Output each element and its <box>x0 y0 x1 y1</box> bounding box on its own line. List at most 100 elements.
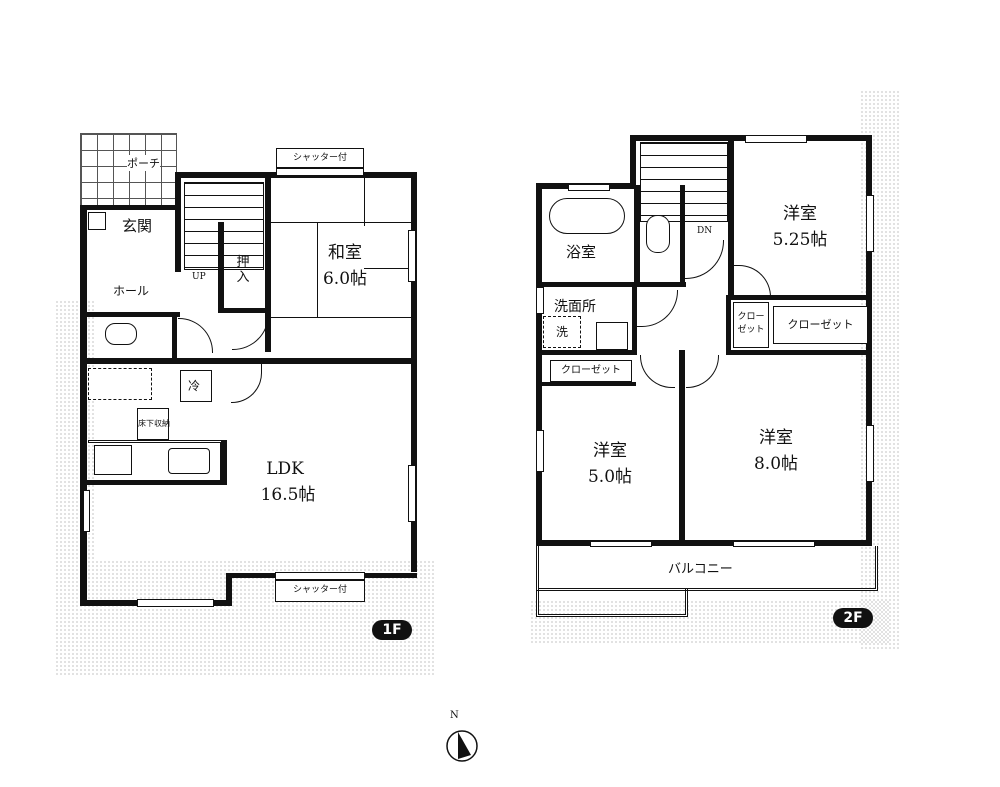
western-room-a-size: 5.25帖 <box>772 230 828 250</box>
wall <box>411 172 417 572</box>
japanese-room-size: 6.0帖 <box>322 269 368 289</box>
wall <box>220 440 227 485</box>
wall <box>265 172 271 352</box>
western-room-b-name: 洋室 <box>593 441 627 461</box>
entrance-shoe-box <box>88 212 106 230</box>
compass-icon <box>446 730 478 762</box>
stairs-1f <box>184 182 264 270</box>
wall <box>536 540 872 546</box>
closet-b: クローゼット <box>550 360 632 382</box>
wall <box>175 172 181 272</box>
window <box>733 541 815 547</box>
window <box>83 490 90 532</box>
closet-small-label: クローゼット <box>737 312 765 335</box>
wall <box>630 135 636 189</box>
underfloor-storage-box <box>137 408 169 440</box>
stairs-2f <box>640 142 728 222</box>
wall <box>726 350 872 355</box>
window <box>536 287 544 314</box>
window <box>408 230 416 282</box>
door-swing <box>685 240 724 279</box>
window <box>590 541 652 547</box>
sink <box>168 448 210 474</box>
oshiire-label: 押入 <box>236 255 250 285</box>
door-swing <box>231 364 262 403</box>
fridge-box <box>180 370 212 402</box>
door-swing <box>637 290 678 327</box>
tatami-line <box>271 222 411 223</box>
ground-texture-2f-bottom <box>530 600 890 645</box>
tatami-line <box>364 268 411 269</box>
wall <box>866 135 872 545</box>
door-swing <box>178 318 213 353</box>
window <box>745 135 807 143</box>
wall <box>226 573 232 606</box>
window <box>137 599 214 607</box>
underfloor-storage-label: 床下収納 <box>138 419 170 428</box>
bathroom-label: 浴室 <box>566 243 597 261</box>
ldk-name: LDK <box>266 459 304 479</box>
western-room-c-name: 洋室 <box>759 428 793 448</box>
window <box>568 184 610 191</box>
washer-label: 洗 <box>556 325 569 339</box>
door-swing <box>686 355 719 388</box>
wall <box>80 312 180 317</box>
hall-label: ホール <box>113 284 150 298</box>
window <box>866 425 874 482</box>
western-room-c-size: 8.0帖 <box>753 454 799 474</box>
wall <box>679 350 685 545</box>
entrance-label: 玄関 <box>122 217 153 235</box>
window <box>275 572 365 580</box>
wall <box>536 350 636 355</box>
wall <box>80 358 417 364</box>
japanese-room-name: 和室 <box>328 243 362 263</box>
fridge-label: 冷 <box>188 379 201 393</box>
wall <box>80 205 180 210</box>
wall <box>634 185 640 285</box>
toilet-2f <box>646 215 670 253</box>
wall <box>632 285 637 355</box>
wall <box>680 185 685 287</box>
tatami-line <box>271 317 411 318</box>
floor-badge-2f: 2F <box>833 608 873 628</box>
closet-a: クローゼット <box>773 306 868 344</box>
window <box>276 168 364 176</box>
stairs-up-label: UP <box>192 272 206 282</box>
wall <box>728 295 872 300</box>
wall <box>726 295 731 355</box>
door-swing <box>232 313 269 350</box>
balcony-step <box>536 588 688 617</box>
western-room-b-size: 5.0帖 <box>587 467 633 487</box>
kitchen-counter <box>88 440 222 443</box>
balcony-label: バルコニー <box>668 562 733 577</box>
ground-texture-left <box>55 300 95 675</box>
wall <box>536 382 636 386</box>
washbasin <box>596 322 628 350</box>
western-room-a-name: 洋室 <box>783 204 817 224</box>
wall <box>80 480 220 485</box>
compass: N <box>443 710 483 770</box>
window <box>408 465 416 522</box>
window <box>536 430 544 472</box>
washroom-label: 洗面所 <box>554 299 596 315</box>
tatami-line <box>317 222 318 317</box>
pantry-x <box>88 368 152 400</box>
window <box>866 195 874 252</box>
porch-label: ポーチ <box>127 155 160 171</box>
door-swing <box>640 355 675 388</box>
closet-b-label: クローゼット <box>561 365 621 376</box>
stove <box>94 445 132 475</box>
wall <box>218 308 270 313</box>
shutter-label-top: シャッター付 <box>276 148 364 168</box>
wall <box>172 312 177 362</box>
washer-box <box>543 316 581 348</box>
balcony <box>536 546 878 591</box>
compass-north-label: N <box>450 710 459 721</box>
shutter-label-bottom: シャッター付 <box>275 580 365 602</box>
ldk-size: 16.5帖 <box>260 485 316 505</box>
closet-a-label: クローゼット <box>787 318 854 331</box>
ground-texture-1f <box>95 560 435 675</box>
closet-small: クローゼット <box>733 302 769 348</box>
porch <box>80 133 177 210</box>
stairs-down-label: DN <box>697 226 713 236</box>
